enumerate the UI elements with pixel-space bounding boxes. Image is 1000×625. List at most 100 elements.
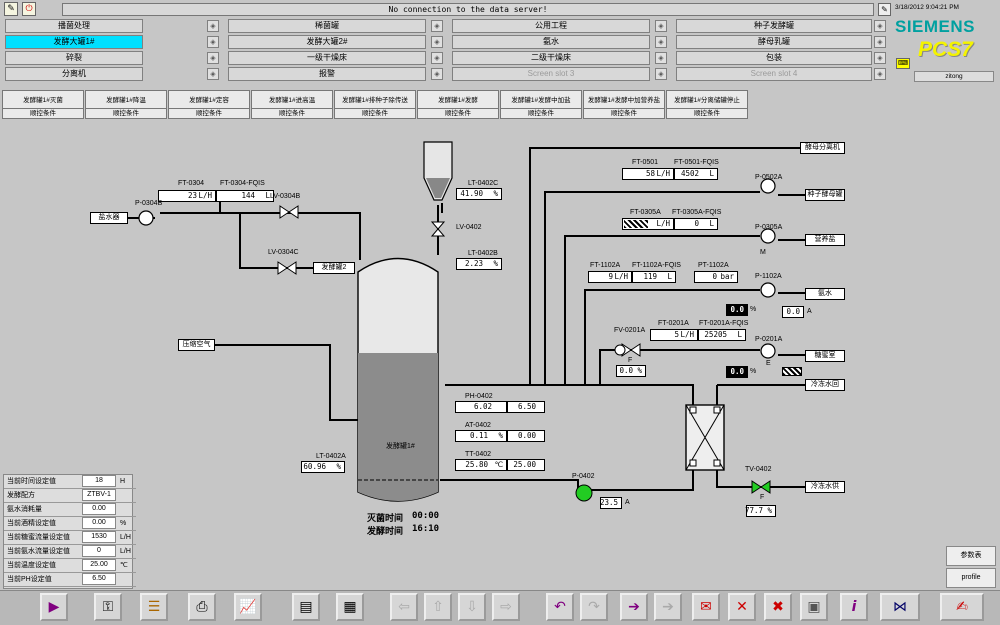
monitor-icon[interactable]: ▣ (800, 593, 828, 621)
lt0402a-value[interactable]: 60.96% (301, 461, 345, 473)
nav-button-2-0[interactable]: 碎裂 (5, 51, 143, 65)
param-value[interactable]: 0.00 (82, 503, 116, 515)
key-icon[interactable]: ⚿ (94, 593, 122, 621)
param-value[interactable]: 6.50 (82, 573, 116, 585)
sequence-button-3[interactable]: 发酵罐1#进高温顺控条件 (251, 90, 333, 119)
ph0402-value[interactable]: 6.02 (455, 401, 507, 413)
trend-icon[interactable]: 📈 (234, 593, 262, 621)
nutrient-tag[interactable]: 营养盐 (805, 234, 845, 246)
nav-button-0-3[interactable]: 种子发酵罐 (676, 19, 872, 33)
tt0402-setpoint[interactable]: 25.00 (507, 459, 545, 471)
lt0402c-value[interactable]: 41.90% (456, 188, 502, 200)
forward-icon[interactable]: ➔ (620, 593, 648, 621)
play-icon[interactable]: ▶ (40, 593, 68, 621)
sequence-button-8[interactable]: 发酵罐1#分离储罐停止顺控条件 (666, 90, 748, 119)
info-icon[interactable]: i (840, 593, 868, 621)
alarm-list-icon[interactable]: ✉ (692, 593, 720, 621)
profile-button[interactable]: profile (946, 568, 996, 588)
nav-button-1-1[interactable]: 发酵大罐2# (228, 35, 426, 49)
tt0402-value[interactable]: 25.80℃ (455, 459, 507, 471)
lt0402b-value[interactable]: 2.23% (456, 258, 502, 270)
sequence-button-7[interactable]: 发酵罐1#发酵中加营养盐顺控条件 (583, 90, 665, 119)
at0402-setpoint[interactable]: 0.00 (507, 430, 545, 442)
sequence-button-0[interactable]: 发酵罐1#灭菌顺控条件 (2, 90, 84, 119)
p0402-amps[interactable]: 23.5 (600, 497, 622, 509)
redo-icon[interactable]: ↷ (580, 593, 608, 621)
nav-button-0-1[interactable]: 稀菌罐 (228, 19, 426, 33)
arrow-right-icon[interactable]: ⇨ (492, 593, 520, 621)
nav-arrow-icon[interactable]: ◈ (874, 68, 886, 80)
nav-arrow-icon[interactable]: ◈ (431, 68, 443, 80)
p1102a-pct[interactable]: 0.0 (726, 304, 748, 316)
nav-arrow-icon[interactable]: ◈ (874, 36, 886, 48)
molasses-tag[interactable]: 糖蜜室 (805, 350, 845, 362)
nav-arrow-icon[interactable]: ◈ (655, 68, 667, 80)
nav-button-0-0[interactable]: 播菌处理 (5, 19, 143, 33)
nav-button-0-2[interactable]: 公用工程 (452, 19, 650, 33)
nav-button-3-3[interactable]: Screen slot 4 (676, 67, 872, 81)
sequence-button-4[interactable]: 发酵罐1#排种子除传送顺控条件 (334, 90, 416, 119)
sequence-button-6[interactable]: 发酵罐1#发酵中加盐顺控条件 (500, 90, 582, 119)
nav-arrow-icon[interactable]: ◈ (207, 52, 219, 64)
nav-arrow-icon[interactable]: ◈ (207, 68, 219, 80)
app-icon[interactable]: ✎ (4, 2, 18, 16)
nav-button-2-2[interactable]: 二级干燥床 (452, 51, 650, 65)
salt-water-tag[interactable]: 盐水器 (90, 212, 128, 224)
ph0402-setpoint[interactable]: 6.50 (507, 401, 545, 413)
arrow-up-icon[interactable]: ⇧ (424, 593, 452, 621)
nav-button-1-0[interactable]: 发酵大罐1# (5, 35, 143, 49)
nav-button-1-3[interactable]: 酵母乳罐 (676, 35, 872, 49)
nav-button-1-2[interactable]: 氨水 (452, 35, 650, 49)
nav-arrow-icon[interactable]: ◈ (655, 52, 667, 64)
exit-icon[interactable]: ⏻ (22, 2, 36, 16)
undo-icon[interactable]: ↶ (546, 593, 574, 621)
nav-arrow-icon[interactable]: ◈ (207, 20, 219, 32)
key-icon[interactable]: ⌨ (896, 58, 910, 69)
nav-arrow-icon[interactable]: ◈ (655, 20, 667, 32)
alarm-icon[interactable]: ✎ (878, 3, 891, 16)
print-icon[interactable]: ⎙ (188, 593, 216, 621)
nav-arrow-icon[interactable]: ◈ (874, 20, 886, 32)
params-button[interactable]: 参数表 (946, 546, 996, 566)
ammonia-tag[interactable]: 氨水 (805, 288, 845, 300)
sequence-button-2[interactable]: 发酵罐1#定容顺控条件 (168, 90, 250, 119)
nav-arrow-icon[interactable]: ◈ (207, 36, 219, 48)
nav-button-3-2[interactable]: Screen slot 3 (452, 67, 650, 81)
param-value[interactable]: 1530 (82, 531, 116, 543)
tank2-tag[interactable]: 发酵罐2 (313, 262, 355, 274)
cool-supply-tag[interactable]: 冷冻水供 (805, 481, 845, 493)
alarm-mute-icon[interactable]: ✖ (764, 593, 792, 621)
nav-button-3-0[interactable]: 分离机 (5, 67, 143, 81)
param-value[interactable]: 25.00 (82, 559, 116, 571)
param-value[interactable]: 0 (82, 545, 116, 557)
param-value[interactable]: 0.00 (82, 517, 116, 529)
p1102a-amps[interactable]: 0.0 (782, 306, 804, 318)
pdf-icon[interactable]: ▦ (336, 593, 364, 621)
nav-arrow-icon[interactable]: ◈ (431, 52, 443, 64)
nav-arrow-icon[interactable]: ◈ (431, 36, 443, 48)
nav-arrow-icon[interactable]: ◈ (431, 20, 443, 32)
arrow-down-icon[interactable]: ⇩ (458, 593, 486, 621)
fv0201a-value[interactable]: 0.0% (616, 365, 646, 377)
alarm-ack-icon[interactable]: ✕ (728, 593, 756, 621)
p0201a-pct[interactable]: 0.0 (726, 366, 748, 378)
comp-air-tag[interactable]: 压缩空气 (178, 339, 215, 351)
nav-arrow-icon[interactable]: ◈ (874, 52, 886, 64)
valve-faceplate-icon[interactable]: ⋈ (880, 593, 920, 621)
faceplate-icon[interactable]: ☰ (140, 593, 168, 621)
at0402-value[interactable]: 0.11% (455, 430, 507, 442)
ft0305a-value[interactable]: L/H (622, 218, 674, 230)
signature-icon[interactable]: ✍ (940, 593, 984, 621)
seed-tank-tag[interactable]: 种子酵母罐 (805, 189, 845, 201)
sequence-button-1[interactable]: 发酵罐1#降温顺控条件 (85, 90, 167, 119)
param-value[interactable]: ZTBV-1 (82, 489, 116, 501)
nav-arrow-icon[interactable]: ◈ (655, 36, 667, 48)
